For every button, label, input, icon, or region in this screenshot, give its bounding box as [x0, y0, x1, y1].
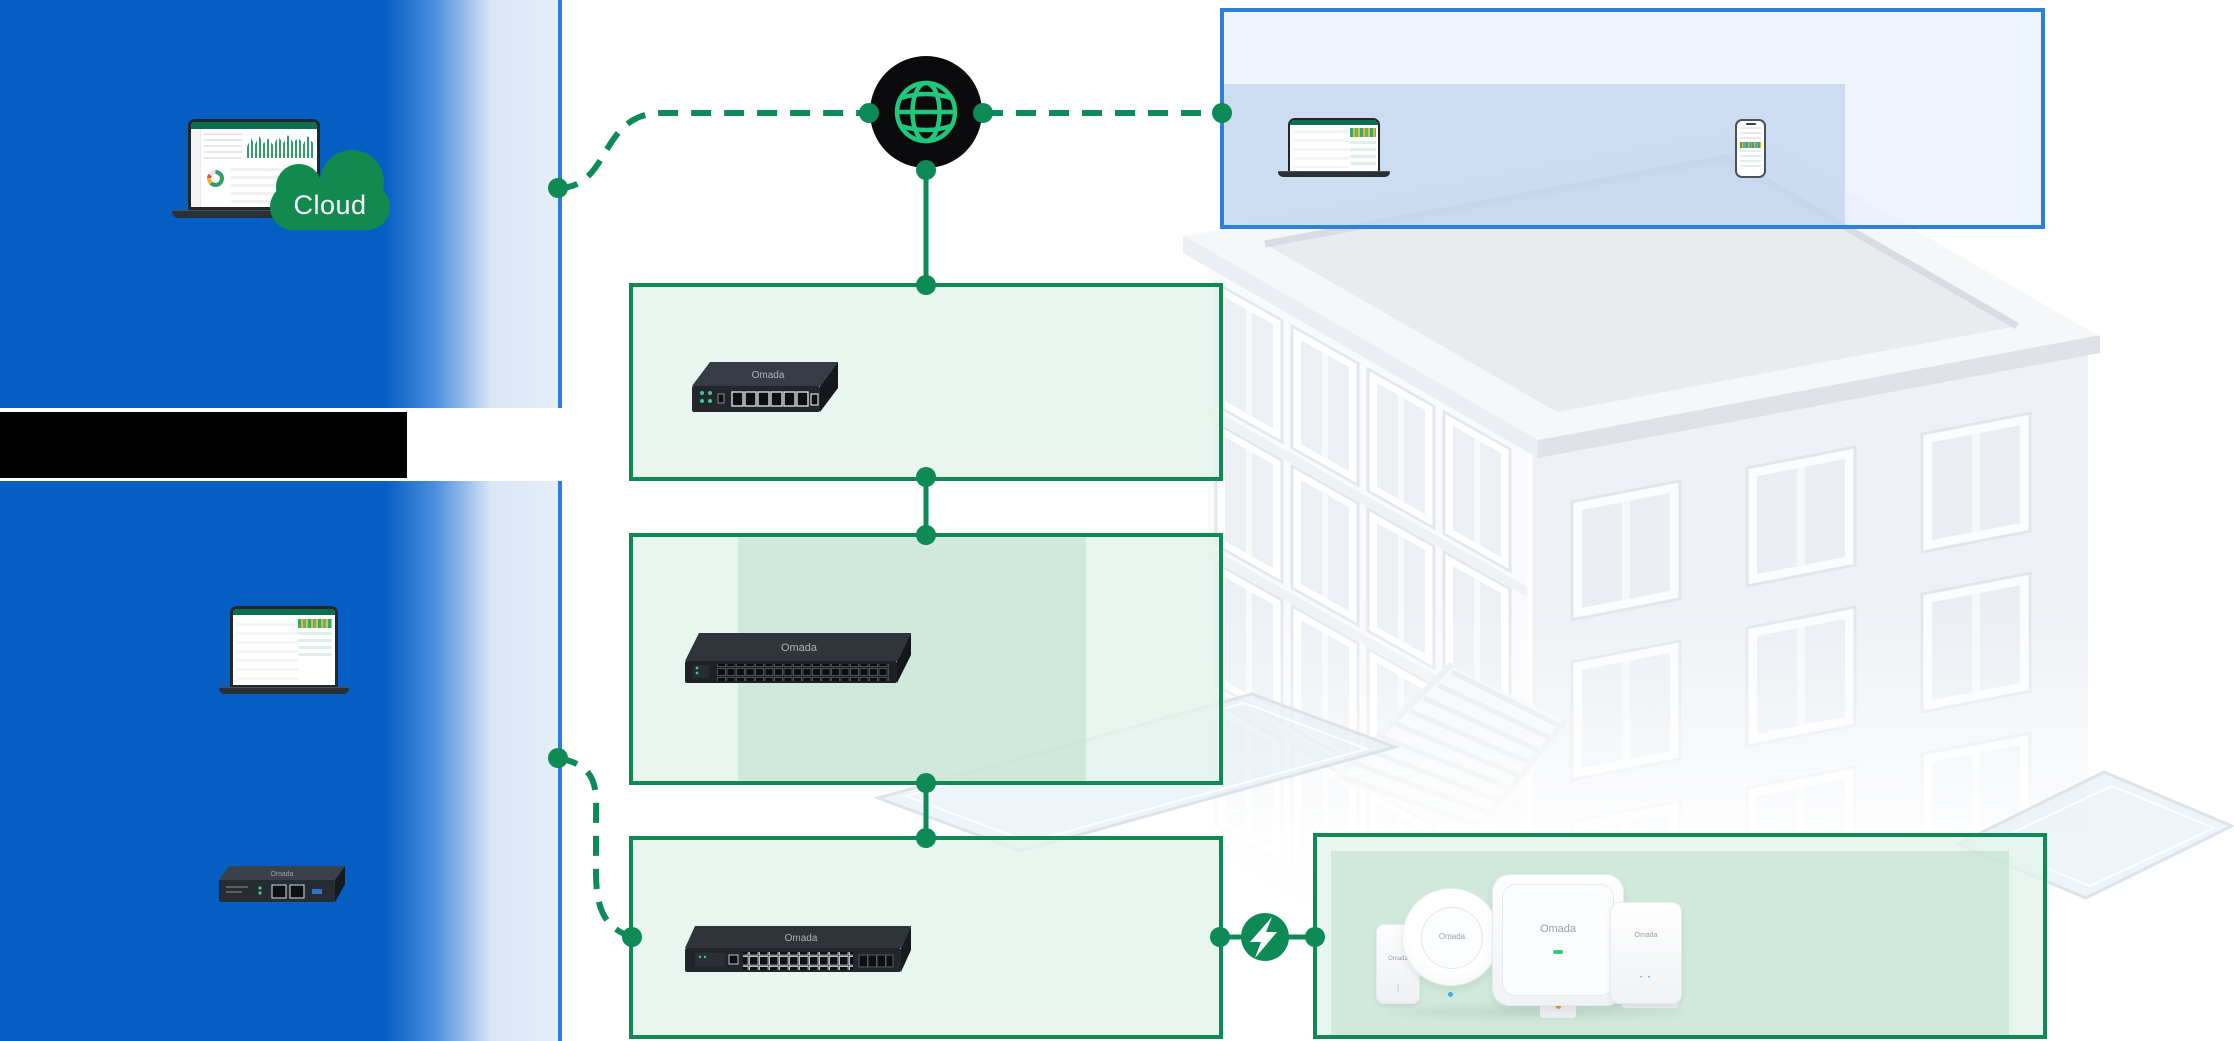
client-smartphone: [1735, 119, 1766, 178]
side-panel-rows: [298, 632, 332, 658]
access-points-ground-shadow: [1388, 1004, 1688, 1020]
router-brand-label: Omada: [752, 370, 785, 381]
outdoor-ap-led: [1553, 950, 1563, 954]
laptop-screen: [1288, 118, 1380, 173]
desktop-ap-stand: [1622, 1000, 1678, 1008]
phone-app-list: [1740, 150, 1761, 168]
client-laptop: [1278, 118, 1390, 177]
outdoor-ap-panel: Omada: [1502, 884, 1614, 996]
aggregation-switch-device: Omada: [685, 633, 911, 683]
ap-brand-label: Omada: [1539, 923, 1577, 935]
cloud-badge: Cloud: [270, 150, 390, 230]
desktop-ap-leds: • •: [1640, 975, 1652, 981]
client-ui-header: [1290, 120, 1378, 125]
gateway-router-device: Omada: [692, 362, 838, 412]
dashboard-donut-chart: [207, 170, 224, 187]
client-side-panel: [1350, 128, 1376, 168]
dashboard-sidebar: [191, 129, 201, 207]
cloud-badge-label: Cloud: [293, 190, 367, 220]
laptop-base: [1278, 171, 1390, 177]
dashboard-stat-lines: [204, 133, 242, 163]
side-panel-rows: [1350, 141, 1376, 167]
ap-brand-label: Omada: [1388, 956, 1408, 962]
switch-brand-label: Omada: [781, 642, 818, 654]
laptop-base: [172, 210, 346, 218]
ceiling-ap-led: [1448, 992, 1453, 997]
phone-app-rows: [1740, 127, 1761, 141]
laptop-base: [219, 687, 349, 694]
ceiling-ap-device: Omada: [1402, 888, 1500, 986]
local-controller-laptop: [219, 606, 349, 694]
ap-led-slit: [1397, 984, 1399, 992]
section-divider-bar: [0, 412, 407, 478]
controller-table-rows: [237, 623, 299, 681]
controller-brand-label: Omada: [271, 871, 294, 878]
dashboard-header-bar: [191, 122, 317, 129]
ap-brand-label: Omada: [1634, 932, 1658, 939]
outdoor-ap-mount: [1540, 1004, 1576, 1018]
cloud-shape-body: [270, 184, 390, 230]
laptop-screen: [230, 606, 338, 688]
controller-side-panel: [298, 619, 332, 681]
phone-notch: [1745, 123, 1756, 125]
switch-brand-label: Omada: [785, 933, 818, 944]
ceiling-ap-center: Omada: [1421, 907, 1483, 969]
controller-header-bar: [233, 609, 335, 615]
status-color-grid: [1350, 128, 1376, 137]
phone-status-color-grid: [1740, 142, 1761, 148]
access-switch-device: Omada: [685, 926, 911, 972]
desktop-ap-device: Omada • •: [1610, 902, 1682, 1004]
status-color-grid: [298, 619, 332, 628]
outdoor-ap-device: Omada: [1492, 874, 1624, 1006]
local-management-panel: [0, 481, 562, 1041]
hardware-controller-device: Omada: [219, 866, 345, 902]
client-table-rows: [1293, 130, 1349, 168]
ap-brand-label: Omada: [1438, 932, 1466, 941]
